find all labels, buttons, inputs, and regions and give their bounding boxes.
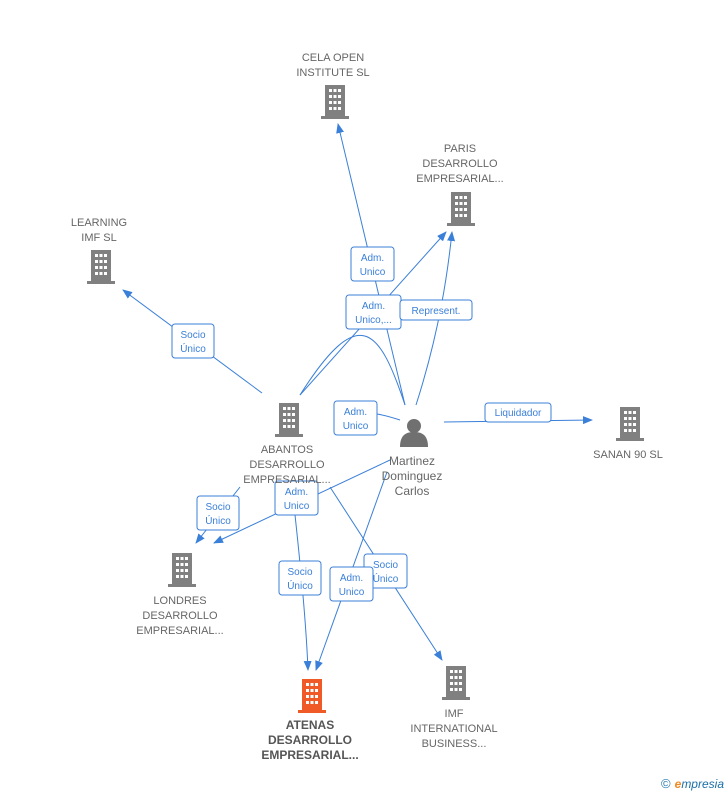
building-icon <box>321 85 349 119</box>
svg-text:Unico: Unico <box>360 267 386 278</box>
building-icon <box>168 553 196 587</box>
edge-label-adm-unico-paris[interactable]: Adm. Unico,... <box>345 294 402 330</box>
node-label: Dominguez <box>382 469 443 483</box>
building-icon <box>442 666 470 700</box>
svg-text:Unico: Unico <box>339 587 365 598</box>
edge-label-adm-unico-cela[interactable]: Adm. Unico <box>350 246 395 282</box>
node-label: IMF SL <box>81 232 116 244</box>
svg-text:Unico: Unico <box>284 501 310 512</box>
node-atenas[interactable]: ATENAS DESARROLLO EMPRESARIAL... <box>261 679 359 762</box>
node-label: ABANTOS <box>261 444 313 456</box>
svg-text:Unico: Unico <box>343 421 369 432</box>
node-imf[interactable]: IMF INTERNATIONAL BUSINESS... <box>410 666 498 750</box>
node-label: ATENAS <box>286 718 334 732</box>
svg-text:Adm.: Adm. <box>340 573 363 584</box>
node-label: CELA OPEN <box>302 52 364 64</box>
brand-name: mpresia <box>681 777 724 791</box>
svg-text:Único: Único <box>205 514 231 527</box>
node-label: SANAN 90 SL <box>593 449 663 461</box>
edge-label-represent[interactable]: Represent. <box>399 299 473 321</box>
svg-text:Único: Único <box>180 342 206 355</box>
svg-text:Único: Único <box>373 572 399 585</box>
node-learning[interactable]: LEARNING IMF SL <box>71 217 127 284</box>
node-label: PARIS <box>444 143 476 155</box>
node-label: DESARROLLO <box>249 459 325 471</box>
node-label: INSTITUTE SL <box>296 67 369 79</box>
edge-label-socio-londres[interactable]: Socio Único <box>196 495 240 531</box>
node-label: INTERNATIONAL <box>410 723 497 735</box>
edge-label-socio-learning[interactable]: Socio Único <box>171 323 215 359</box>
node-paris[interactable]: PARIS DESARROLLO EMPRESARIAL... <box>416 143 504 226</box>
person-icon <box>400 419 428 447</box>
edge-martinez-abantos-curve <box>299 334 406 406</box>
node-cela[interactable]: CELA OPEN INSTITUTE SL <box>296 52 370 119</box>
brand-e: e <box>674 777 682 791</box>
svg-text:Adm.: Adm. <box>362 301 385 312</box>
node-label: EMPRESARIAL... <box>243 474 330 486</box>
svg-text:Represent.: Represent. <box>412 306 461 317</box>
node-londres[interactable]: LONDRES DESARROLLO EMPRESARIAL... <box>136 553 224 637</box>
node-abantos[interactable]: ABANTOS DESARROLLO EMPRESARIAL... <box>243 403 331 486</box>
node-label: DESARROLLO <box>142 610 218 622</box>
building-icon <box>275 403 303 437</box>
node-label: EMPRESARIAL... <box>136 625 223 637</box>
node-label: IMF <box>445 708 464 720</box>
node-label: DESARROLLO <box>268 733 352 747</box>
node-martinez[interactable]: Martinez Dominguez Carlos <box>382 419 443 498</box>
edge-label-socio-atenas[interactable]: Socio Único <box>278 560 322 596</box>
copyright-symbol: © <box>661 776 671 791</box>
svg-text:Liquidador: Liquidador <box>495 408 542 419</box>
node-label: DESARROLLO <box>422 158 498 170</box>
node-label: LEARNING <box>71 217 127 229</box>
building-icon <box>298 679 326 713</box>
svg-text:Socio: Socio <box>373 560 398 571</box>
edge-label-adm-unico-abantos[interactable]: Adm. Unico <box>333 400 378 436</box>
svg-text:Adm.: Adm. <box>361 253 384 264</box>
edge-label-adm-unico-atenas[interactable]: Adm. Unico <box>329 566 374 602</box>
node-label: BUSINESS... <box>422 738 487 750</box>
svg-text:Adm.: Adm. <box>344 407 367 418</box>
node-label: EMPRESARIAL... <box>416 173 503 185</box>
building-icon <box>447 192 475 226</box>
empresia-logo[interactable]: ©empresia <box>661 776 724 791</box>
svg-text:Socio: Socio <box>205 502 230 513</box>
node-label: LONDRES <box>153 595 206 607</box>
edge-label-adm-unico-londres[interactable]: Adm. Unico <box>274 480 319 516</box>
node-label: Carlos <box>395 484 430 498</box>
svg-text:Socio: Socio <box>287 567 312 578</box>
node-sanan[interactable]: SANAN 90 SL <box>593 407 663 461</box>
building-icon <box>616 407 644 441</box>
svg-text:Adm.: Adm. <box>285 487 308 498</box>
node-label: EMPRESARIAL... <box>261 748 358 762</box>
node-label: Martinez <box>389 454 435 468</box>
building-icon <box>87 250 115 284</box>
edge-label-liquidador[interactable]: Liquidador <box>484 402 552 423</box>
svg-text:Único: Único <box>287 579 313 592</box>
svg-text:Unico,...: Unico,... <box>355 315 392 326</box>
svg-text:Socio: Socio <box>180 330 205 341</box>
